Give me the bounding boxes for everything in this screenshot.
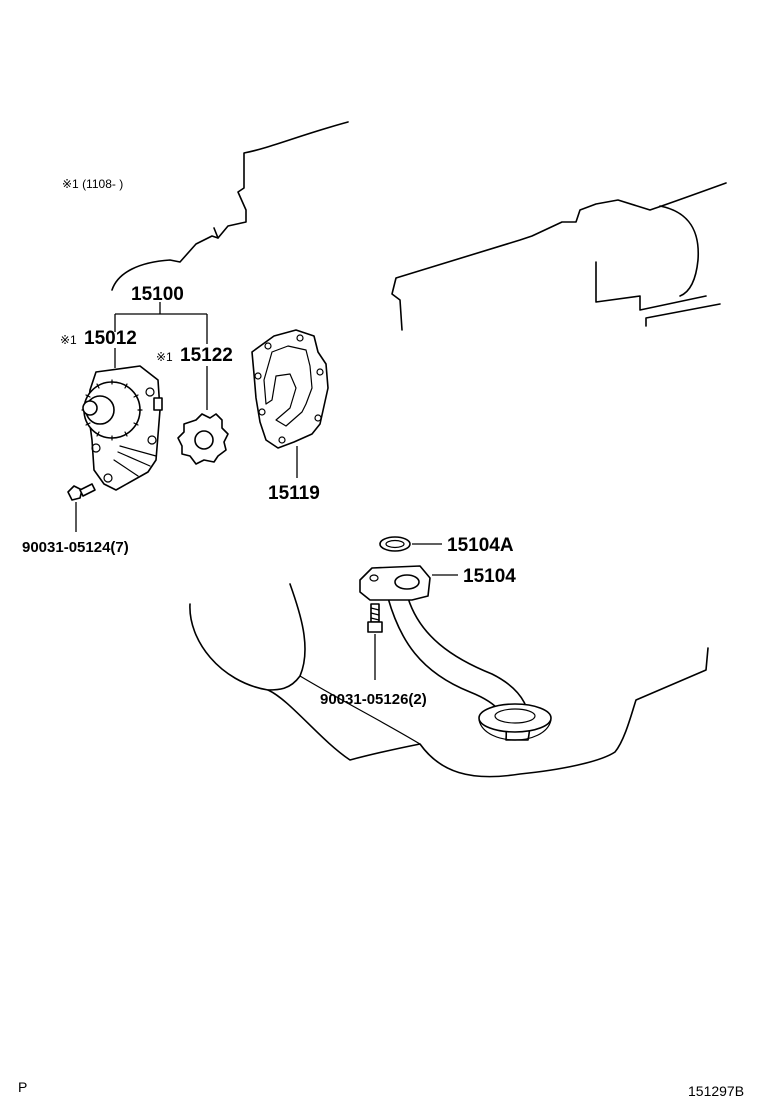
label-15104[interactable]: 15104	[463, 566, 516, 587]
variant-note: ※1 (1108- )	[62, 177, 123, 191]
label-90031-05126[interactable]: 90031-05126(2)	[320, 691, 427, 708]
label-15122-mark: ※1	[156, 350, 173, 364]
oil-pump-body-icon[interactable]	[81, 365, 163, 491]
figure-code: 151297B	[688, 1083, 744, 1099]
assembly-bracket-15100	[114, 302, 208, 344]
o-ring-icon[interactable]	[379, 536, 411, 552]
corner-mark-left: P	[18, 1079, 27, 1095]
gasket-icon[interactable]	[251, 329, 329, 449]
label-15012-mark: ※1	[60, 333, 77, 347]
strainer-bolt-icon[interactable]	[367, 603, 383, 633]
label-90031-05124[interactable]: 90031-05124(7)	[22, 539, 129, 556]
label-15104A[interactable]: 15104A	[447, 535, 514, 556]
engine-block-outline	[111, 121, 727, 778]
label-15100[interactable]: 15100	[131, 284, 184, 305]
label-15119[interactable]: 15119	[268, 483, 320, 504]
driven-rotor-icon[interactable]	[177, 413, 229, 465]
bolt-icon[interactable]	[67, 483, 96, 501]
label-15122[interactable]: 15122	[180, 345, 233, 366]
label-15012[interactable]: 15012	[84, 328, 137, 349]
oil-strainer-icon[interactable]	[359, 565, 552, 741]
